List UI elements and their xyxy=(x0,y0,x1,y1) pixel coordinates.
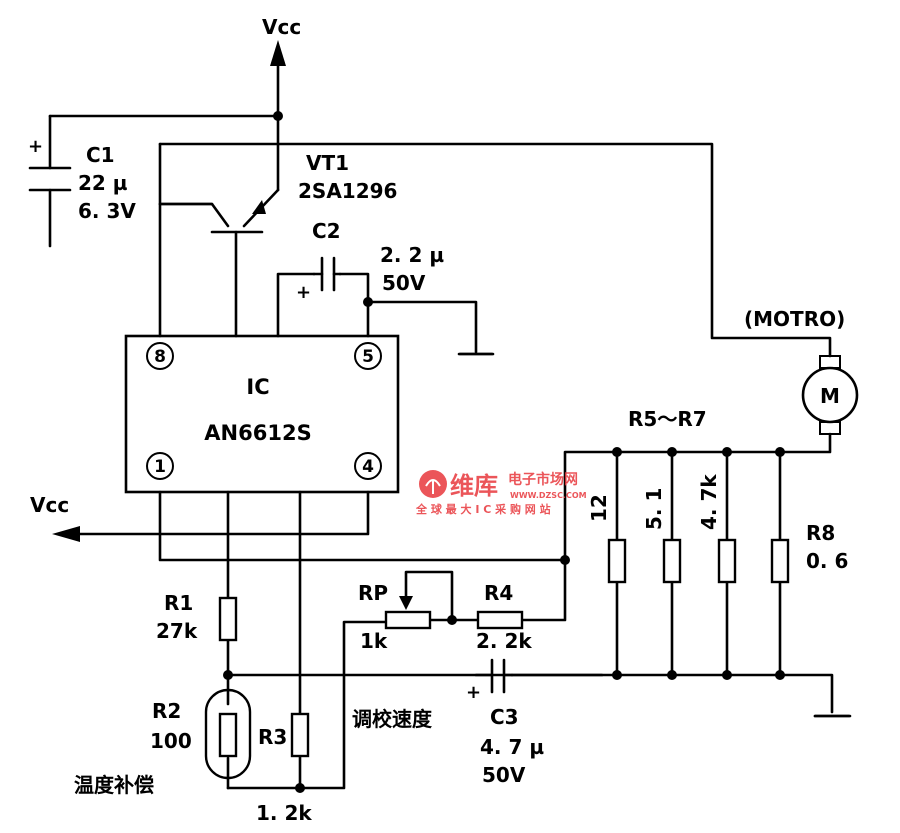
r5-r7-name: R5～R7 xyxy=(628,407,707,431)
ic-pin1: 1 xyxy=(154,457,166,477)
ic-an6612s xyxy=(124,334,400,494)
potentiometer-rp xyxy=(384,610,432,630)
r8-value: 0. 6 xyxy=(806,549,848,573)
rp-value: 1k xyxy=(360,629,388,653)
resistor-r4 xyxy=(476,610,524,630)
capacitor-c2 xyxy=(312,256,342,292)
watermark: 维库 电子市场网 WWW.DZSC.COM 全 球 最 大 I C 采 购 网 … xyxy=(415,470,587,516)
resistor-r6 xyxy=(662,538,682,584)
c3-voltage: 50V xyxy=(482,763,526,787)
ic-pin5: 5 xyxy=(362,347,374,367)
r2-value: 100 xyxy=(150,729,192,753)
watermark-brand: 维库 xyxy=(450,472,498,500)
resistor-r1 xyxy=(218,596,238,642)
motor-label: (MOTRO) xyxy=(744,307,845,331)
resistor-r8 xyxy=(770,538,790,584)
c1-plus-sign: + xyxy=(28,136,43,157)
c3-value: 4. 7 µ xyxy=(480,735,544,759)
c3-name: C3 xyxy=(490,705,519,729)
speed-adjust-note: 调校速度 xyxy=(352,707,433,731)
c2-voltage: 50V xyxy=(382,271,426,295)
watermark-site-name: 电子市场网 xyxy=(508,471,578,488)
motor xyxy=(801,355,859,435)
r6-value: 5. 1 xyxy=(642,488,666,530)
r2-name: R2 xyxy=(152,699,181,723)
c3-plus-sign: + xyxy=(466,682,481,703)
rp-wiper-arrow xyxy=(399,596,413,610)
c2-value: 2. 2 µ xyxy=(380,243,444,267)
resistor-r3 xyxy=(290,712,310,758)
ic-label: IC xyxy=(246,375,269,399)
ic-pin4: 4 xyxy=(362,457,374,477)
vt1-name: VT1 xyxy=(306,151,349,175)
temperature-compensation-note: 温度补偿 xyxy=(74,773,154,797)
ic-pin8: 8 xyxy=(154,347,166,367)
ic-part-number: AN6612S xyxy=(204,421,311,445)
r3-value: 1. 2k xyxy=(256,801,312,825)
vt1-part: 2SA1296 xyxy=(298,179,397,203)
r3-name: R3 xyxy=(258,725,287,749)
r4-value: 2. 2k xyxy=(476,629,532,653)
motor-symbol: M xyxy=(820,384,840,408)
c1-voltage: 6. 3V xyxy=(78,199,136,223)
watermark-url: WWW.DZSC.COM xyxy=(510,491,587,500)
c1-value: 22 µ xyxy=(78,171,128,195)
vcc-top-arrow xyxy=(270,40,286,66)
r1-value: 27k xyxy=(156,619,198,643)
r7-value: 4. 7k xyxy=(697,474,721,530)
capacitor-c1 xyxy=(28,166,72,192)
c1-name: C1 xyxy=(86,143,115,167)
c2-plus-sign: + xyxy=(296,282,311,303)
vcc-left-arrow xyxy=(52,526,80,542)
resistor-r7 xyxy=(717,538,737,584)
thermistor-r2 xyxy=(204,688,252,780)
c2-name: C2 xyxy=(312,219,341,243)
vcc-top-label: Vcc xyxy=(262,15,301,39)
resistor-r5 xyxy=(607,538,627,584)
r8-name: R8 xyxy=(806,521,835,545)
vcc-left-label: Vcc xyxy=(30,493,69,517)
r5-value: 12 xyxy=(587,494,611,522)
transistor-emitter-arrow xyxy=(252,200,266,214)
rp-name: RP xyxy=(358,581,388,605)
junction-dots xyxy=(223,111,785,793)
r1-name: R1 xyxy=(164,591,193,615)
watermark-slogan: 全 球 最 大 I C 采 购 网 站 xyxy=(415,502,551,516)
r4-name: R4 xyxy=(484,581,513,605)
